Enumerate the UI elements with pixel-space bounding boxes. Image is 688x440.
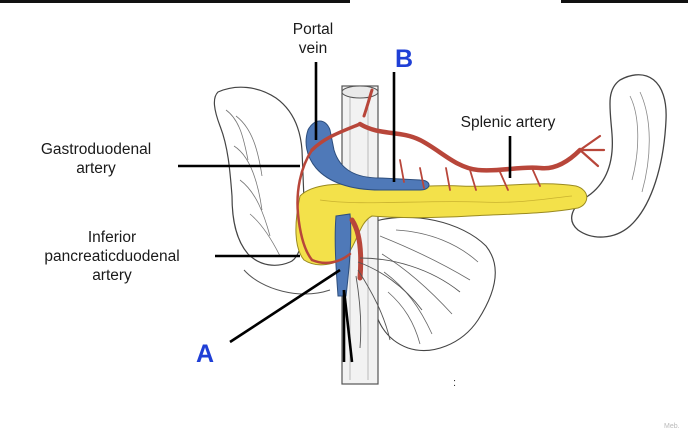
gastroduodenal-artery-label: Gastroduodenal artery: [18, 140, 174, 178]
marker-b-label: B: [395, 45, 414, 73]
marker-a-label: A: [196, 340, 215, 368]
spleen: [571, 74, 667, 238]
gastroduodenal-label-line2: artery: [76, 160, 116, 177]
top-border-left: [0, 0, 350, 3]
pointer-lines: [178, 62, 512, 363]
portal-vein-label-line2: vein: [298, 40, 328, 57]
watermark: Meb.: [664, 423, 680, 430]
jejunum-loops: [371, 216, 496, 352]
splenic-artery-label: Splenic artery: [460, 114, 556, 131]
portal-vein: [305, 120, 430, 297]
portal-vein-label-line1: Portal: [292, 21, 334, 38]
duodenum: [213, 86, 331, 295]
arteries: [296, 88, 606, 281]
inferior-label-line2: pancreaticduodenal: [44, 248, 180, 265]
marker-a-fork-right: [342, 289, 354, 363]
marker-a-pointer: [229, 268, 341, 344]
portal-vein-label: Portal vein: [280, 20, 346, 58]
inferior-label-line1: Inferior: [87, 229, 137, 246]
inferior-pancreaticoduodenal-artery-label: Inferior pancreaticduodenal artery: [14, 228, 210, 285]
inferior-label-line3: artery: [92, 267, 132, 284]
stray-mark: :: [453, 377, 457, 389]
gastroduodenal-label-line1: Gastroduodenal: [40, 141, 152, 158]
mesenteric-vessels: [355, 257, 461, 349]
top-border-right: [561, 0, 688, 3]
